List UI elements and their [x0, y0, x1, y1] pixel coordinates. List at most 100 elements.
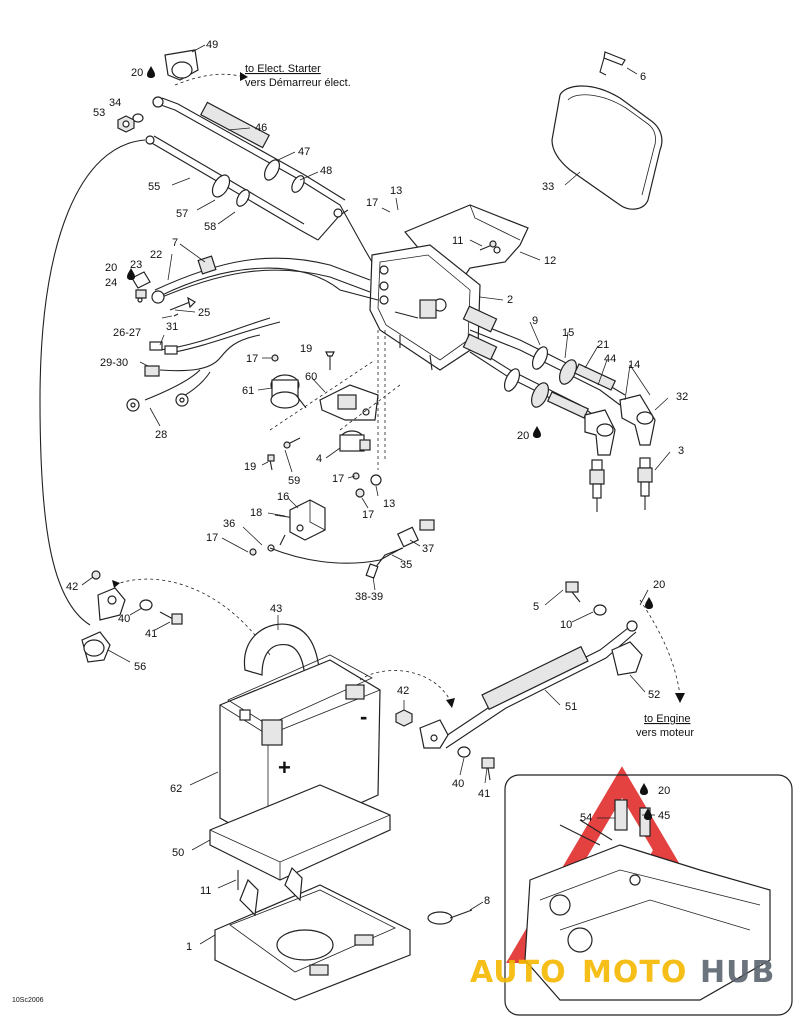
- watermark-part-1: AUTO: [470, 955, 567, 990]
- callout-40: 40: [118, 613, 130, 625]
- relay-61: [270, 374, 307, 409]
- callout-20: 20: [131, 67, 143, 79]
- callout-57: 57: [176, 208, 188, 220]
- callout-2: 2: [507, 294, 513, 306]
- callout-19: 19: [300, 343, 312, 355]
- callout-13: 13: [383, 498, 395, 510]
- callout-14: 14: [628, 359, 640, 371]
- callout-19: 19: [244, 461, 256, 473]
- battery-support-1: [214, 866, 411, 1001]
- callout-labels: 49 20 34 53 46 47 48 55 57 58 6 33 13 17…: [66, 39, 688, 953]
- callout-58: 58: [204, 221, 216, 233]
- electrical-box-2: [369, 244, 481, 371]
- watermark-part-3: HUB: [700, 955, 775, 990]
- callout-46: 46: [255, 122, 267, 134]
- battery-plus-sign: +: [278, 755, 291, 780]
- callout-53: 53: [93, 107, 105, 119]
- callout-51: 51: [565, 701, 577, 713]
- drop-icon: [645, 597, 653, 609]
- callout-43: 43: [270, 603, 282, 615]
- callout-3: 3: [678, 445, 684, 457]
- callout-59: 59: [288, 475, 300, 487]
- callout-37: 37: [422, 543, 434, 555]
- callout-25: 25: [198, 307, 210, 319]
- callout-47: 47: [298, 146, 310, 158]
- callout-44: 44: [604, 353, 616, 365]
- callout-50: 50: [172, 847, 184, 859]
- callout-5: 5: [533, 601, 539, 613]
- callout-17: 17: [362, 509, 374, 521]
- callout-62: 62: [170, 783, 182, 795]
- drop-icon: [640, 783, 648, 795]
- callout-20: 20: [658, 785, 670, 797]
- callout-42: 42: [397, 685, 409, 697]
- callout-7: 7: [172, 237, 178, 249]
- callout-40: 40: [452, 778, 464, 790]
- drop-icon: [127, 268, 135, 280]
- terminal-boot-56: [81, 631, 111, 663]
- callout-9: 9: [532, 315, 538, 327]
- callout-31: 31: [166, 321, 178, 333]
- callout-45: 45: [658, 810, 670, 822]
- callout-41: 41: [478, 788, 490, 800]
- callout-56: 56: [134, 661, 146, 673]
- lubricant-drop-icons: [127, 66, 653, 820]
- callout-28: 28: [155, 429, 167, 441]
- wire-group-28: [126, 317, 281, 412]
- callout-22: 22: [150, 249, 162, 261]
- callout-36: 36: [223, 518, 235, 530]
- callout-4: 4: [316, 453, 322, 465]
- callout-38-39: 38-39: [355, 591, 383, 603]
- battery-pad-50: [209, 784, 391, 881]
- callout-24: 24: [105, 277, 117, 289]
- drop-icon: [147, 66, 155, 78]
- callout-13: 13: [390, 185, 402, 197]
- harness-7: [151, 255, 379, 304]
- callout-17: 17: [366, 197, 378, 209]
- ground-loop-wire: [39, 139, 146, 626]
- cover-33: [551, 51, 663, 210]
- callout-26-27: 26-27: [113, 327, 141, 339]
- callout-17: 17: [332, 473, 344, 485]
- callout-10: 10: [560, 619, 572, 631]
- note-to-engine-fr: vers moteur: [636, 727, 694, 739]
- watermark-part-2: MOTO: [582, 955, 687, 990]
- callout-48: 48: [320, 165, 332, 177]
- battery-minus-sign: -: [360, 704, 367, 729]
- callout-17: 17: [206, 532, 218, 544]
- callout-61: 61: [242, 385, 254, 397]
- spark-plug-caps-32: [584, 394, 656, 456]
- destination-notes: to Elect. Starter vers Démarreur élect. …: [245, 63, 694, 739]
- leader-lines: [81, 67, 671, 945]
- terminal-boot-52: [611, 641, 643, 676]
- ignition-leads: [462, 305, 626, 421]
- callout-12: 12: [544, 255, 556, 267]
- callout-20: 20: [517, 430, 529, 442]
- callout-23: 23: [130, 259, 142, 271]
- callout-42: 42: [66, 581, 78, 593]
- connector-24: [131, 271, 151, 303]
- callout-15: 15: [562, 327, 574, 339]
- tie-wrap-8: [427, 909, 473, 925]
- callout-16: 16: [277, 491, 289, 503]
- callout-11: 11: [452, 235, 463, 247]
- callout-11: 11: [200, 885, 211, 897]
- note-to-starter: to Elect. Starter: [245, 63, 321, 75]
- callout-8: 8: [484, 895, 490, 907]
- note-to-starter-fr: vers Démarreur élect.: [245, 77, 351, 89]
- terminal-boot-49: [164, 49, 199, 81]
- drawing-reference-code: 10Sc2006: [12, 997, 44, 1004]
- small-fasteners: [249, 351, 382, 556]
- nut-53: [117, 113, 144, 133]
- callout-18: 18: [250, 507, 262, 519]
- callout-21: 21: [597, 339, 609, 351]
- engine-inset: [504, 774, 793, 1016]
- callout-52: 52: [648, 689, 660, 701]
- cable-55: [145, 135, 349, 241]
- screw-5: [565, 581, 607, 616]
- callout-1: 1: [186, 941, 192, 953]
- bracket-60: [319, 384, 379, 421]
- callout-20: 20: [105, 262, 117, 274]
- callout-54: 54: [580, 812, 592, 824]
